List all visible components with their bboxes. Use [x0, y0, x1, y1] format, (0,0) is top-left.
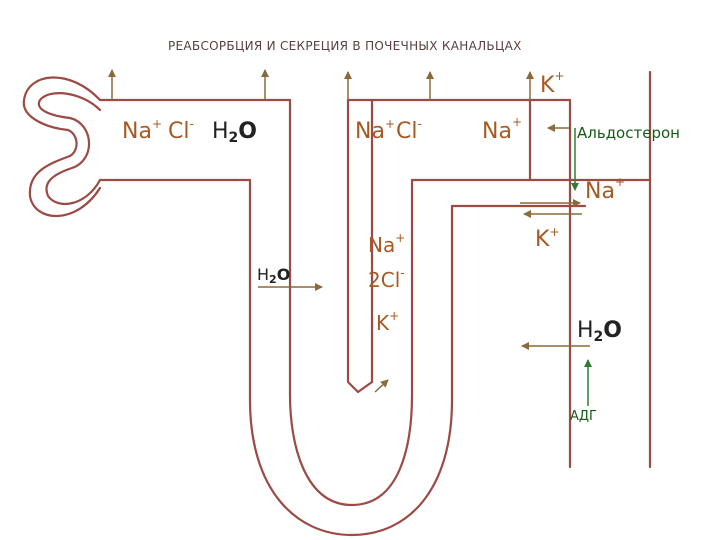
arrow-ascending-nacl-1	[374, 379, 389, 393]
ascending-2cl-label: 2Cl-	[368, 266, 405, 292]
thick-cl-label: Cl-	[396, 117, 422, 144]
distal-na-label: Na+	[482, 115, 522, 144]
thick-segment-wall	[346, 98, 374, 394]
bowman-capsule-outer	[22, 76, 102, 218]
collecting-h2o-label: H2O	[577, 318, 622, 345]
proximal-cl-label: Cl-	[168, 117, 194, 144]
proximal-na-label: Na+	[122, 117, 162, 144]
ascending-na-label: Na+	[368, 231, 405, 257]
collecting-na-label: Na+	[585, 175, 625, 204]
diagram-title: РЕАБСОРБЦИЯ И СЕКРЕЦИЯ В ПОЧЕЧНЫХ КАНАЛЬ…	[168, 39, 522, 53]
descending-h2o-label: H2O	[257, 265, 290, 286]
bowman-capsule-inner	[37, 92, 102, 205]
collecting-k-label: K+	[535, 225, 560, 252]
adh-label: АДГ	[570, 409, 597, 424]
aldosterone-label: Альдостерон	[577, 124, 680, 142]
distal-k-label: K+	[540, 69, 565, 98]
thick-na-label: Na+	[355, 117, 395, 144]
proximal-h2o-label: H2O	[212, 119, 257, 146]
tubule-inner-wall	[98, 178, 587, 537]
tubule-outer-wall	[98, 98, 652, 507]
distal-tubule-upper	[528, 98, 572, 182]
ascending-k-label: K+	[376, 309, 399, 335]
